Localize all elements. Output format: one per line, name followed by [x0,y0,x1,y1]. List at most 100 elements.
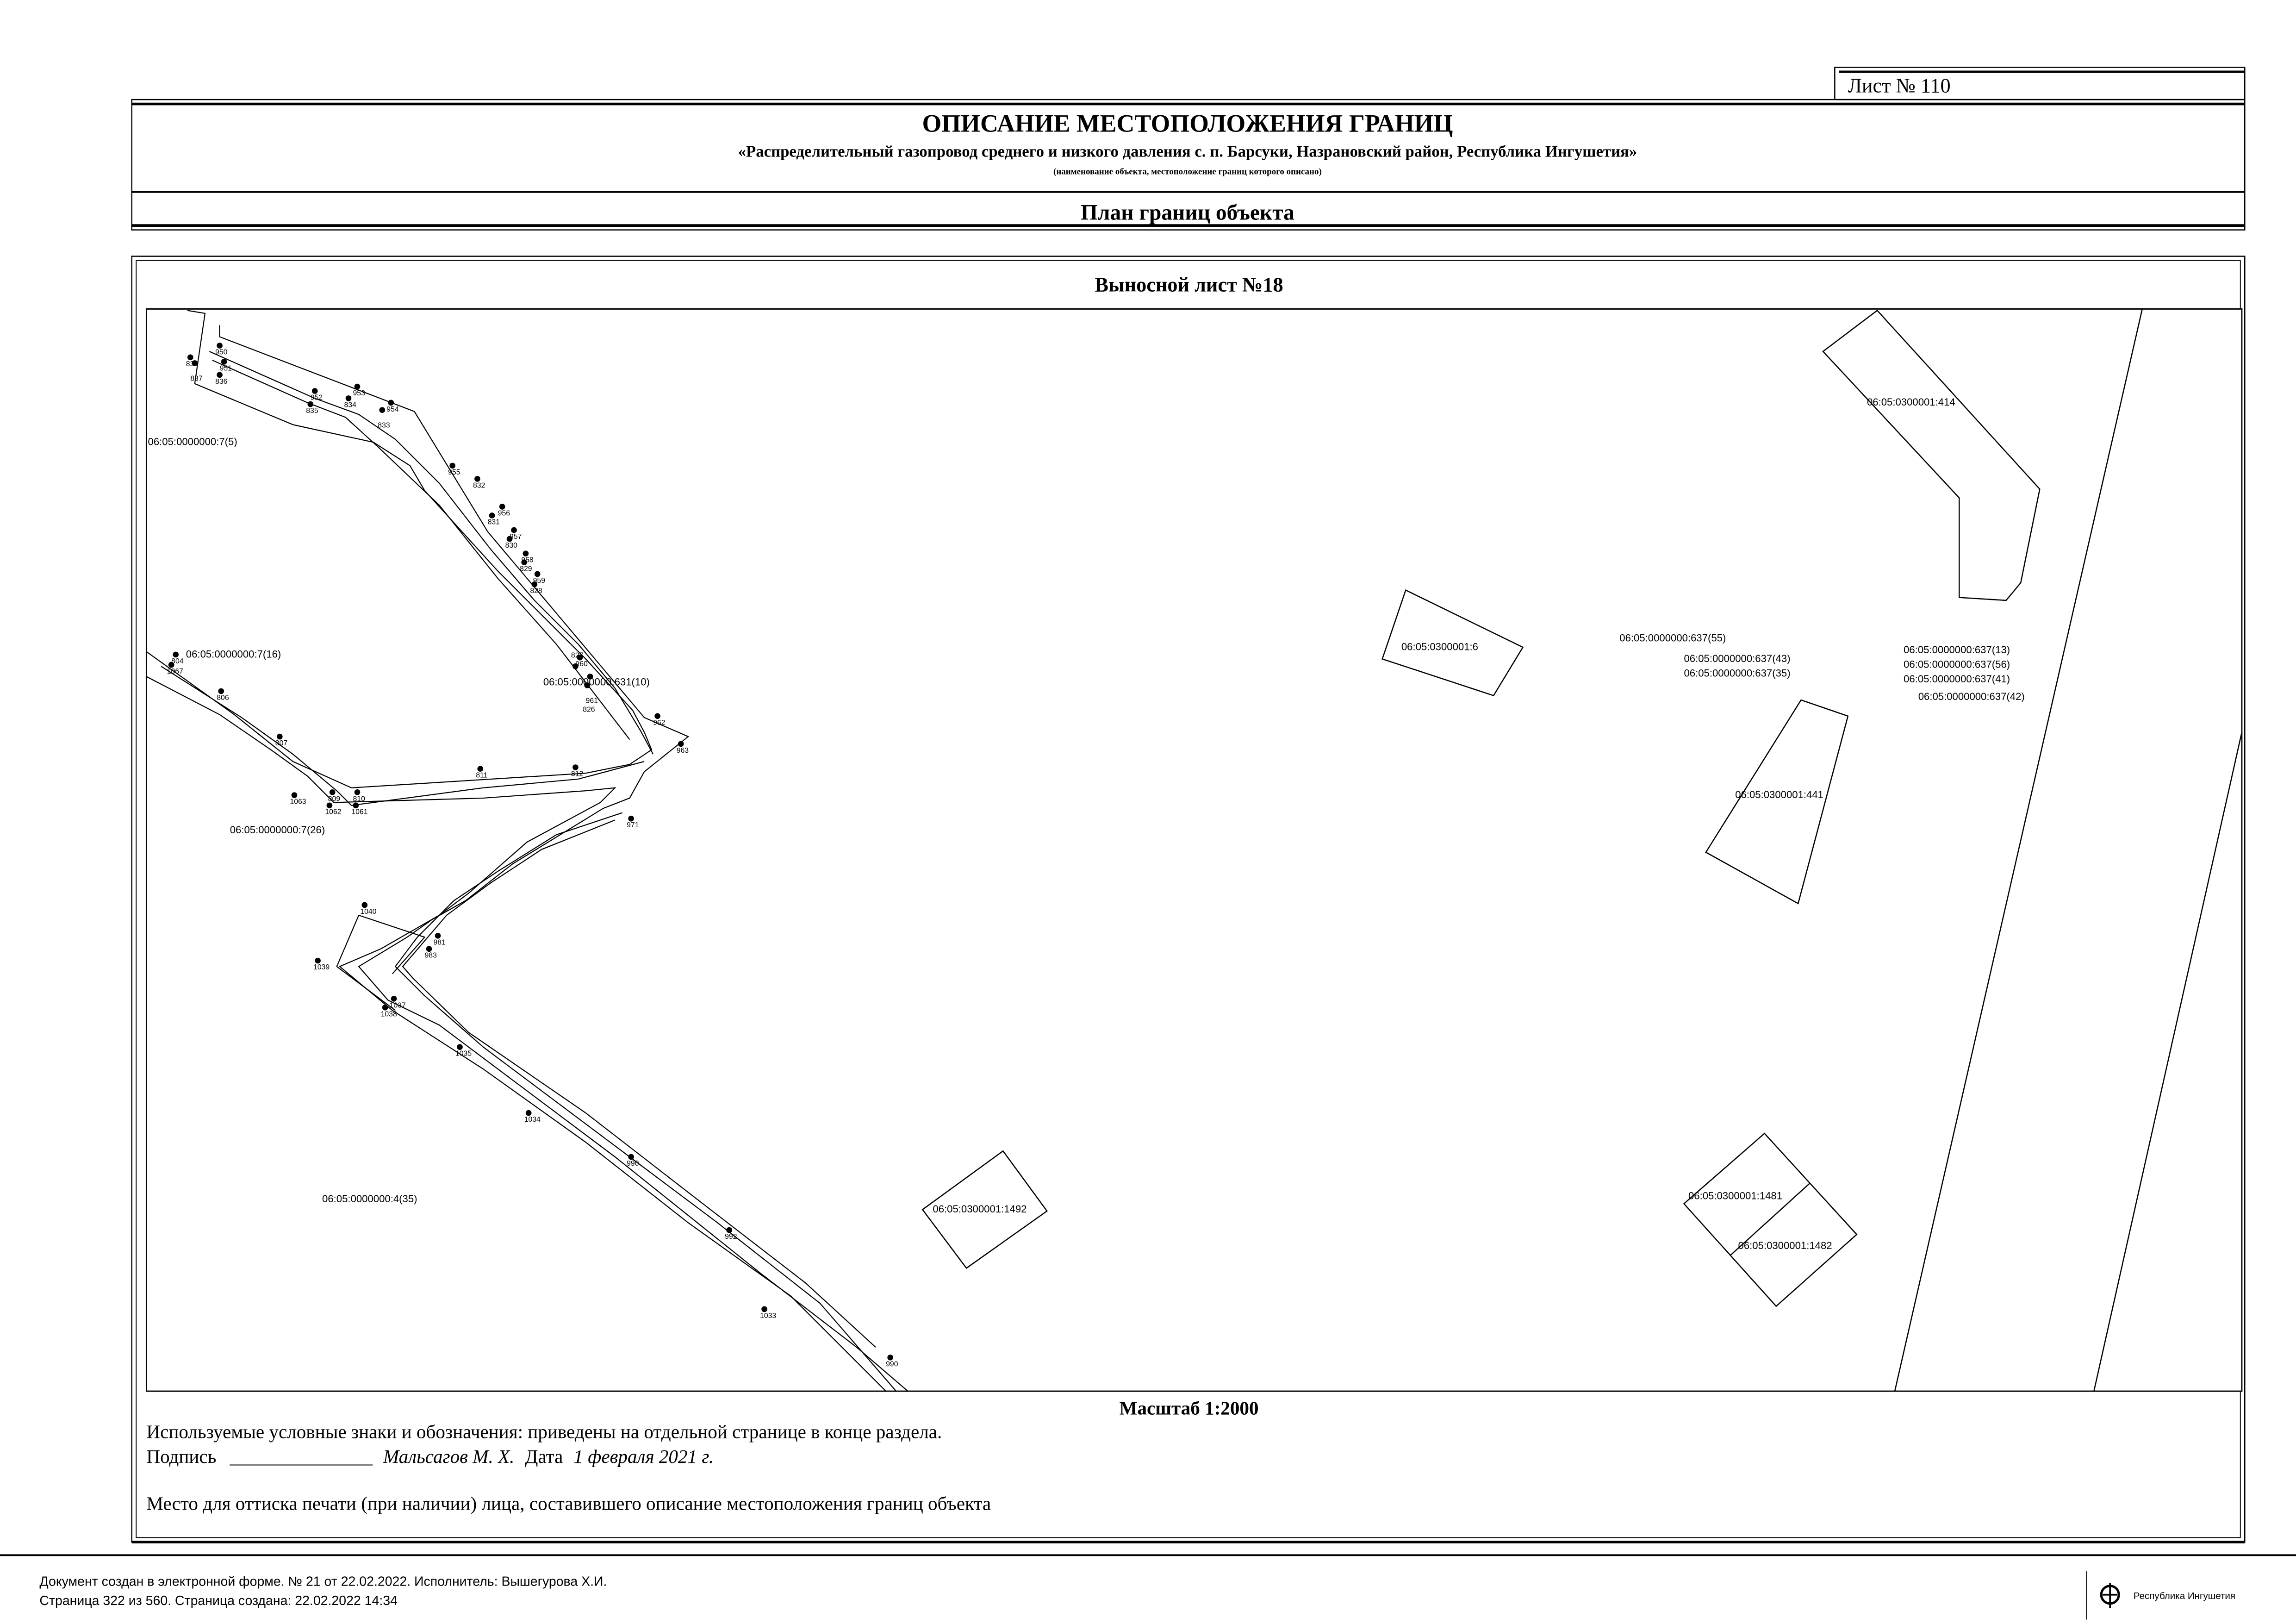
parcel-1481-1482 [1683,1132,1858,1307]
boundary-points [168,343,893,1361]
parcel-label: 06:05:0300001:441 [1735,789,1823,800]
parcel-6 [1381,589,1524,697]
point-number-label: 830 [505,542,518,550]
boundary-point-marker [426,946,432,952]
header-box: ОПИСАНИЕ МЕСТОПОЛОЖЕНИЯ ГРАНИЦ «Распреде… [131,99,2246,231]
boundary-point-marker [477,766,484,772]
boundary-point-marker [587,674,593,680]
boundary-point-marker [168,662,174,668]
parcel-label: 06:05:0000000:631(10) [543,676,650,687]
boundary-point-marker [217,343,223,349]
boundary-point-marker [379,407,386,413]
point-number-label: 959 [533,577,546,585]
signature-line[interactable]: _______________ [230,1446,373,1467]
parcel-label: 06:05:0000000:637(56) [1904,658,2010,670]
boundary-point-marker [345,395,352,401]
boundary-point-marker [628,1154,634,1160]
boundary-point-marker [572,764,579,770]
boundary-point-marker [449,462,455,469]
parcel-label: 06:05:0000000:637(43) [1684,653,1790,664]
boundary-point-marker [523,550,529,557]
point-number-label: 836 [215,378,228,386]
parcel-label: 06:05:0000000:7(5) [148,436,237,448]
point-number-label: 806 [217,694,229,702]
republic-emblem-icon [2100,1583,2120,1608]
point-number-label: 951 [220,364,232,372]
point-number-label: 812 [571,770,583,778]
point-number-label: 1035 [455,1050,472,1058]
point-number-label: 1062 [325,808,341,816]
boundary-point-marker [511,527,517,533]
point-number-label: 1038 [381,1010,397,1018]
parcel-label: 06:05:0000000:637(41) [1904,673,2010,685]
point-number-label: 957 [510,533,522,541]
boundary-point-marker [173,651,179,658]
boundary-point-marker [192,360,198,366]
boundary-point-marker [221,358,227,365]
boundary-point-marker [726,1227,732,1233]
point-number-label: 954 [386,406,399,413]
point-number-label: 981 [434,938,446,946]
point-number-label: 960 [575,660,588,668]
parcel-divider [1730,1182,1811,1255]
point-number-label: 804 [171,657,184,665]
point-number-label: 831 [488,518,500,526]
section-title: План границ объекта [1081,200,1294,225]
footer-logo-text: Республика Ингушетия [2134,1591,2235,1601]
sheet-number-box: Лист № 110 [1834,67,2246,100]
point-number-label: 956 [498,509,510,517]
parcel-label: 06:05:0000000:7(26) [230,824,325,836]
parcel-label: 06:05:0300001:6 [1401,641,1478,652]
point-number-label: 1039 [313,963,330,971]
boundary-point-marker [326,802,333,809]
point-number-label: 833 [378,422,390,430]
parcel-label: 06:05:0300001:1481 [1688,1190,1782,1202]
point-number-label: 952 [311,394,323,402]
scale-label: Масштаб 1:2000 [1120,1398,1259,1419]
parcel-label: 06:05:0000000:7(16) [186,648,281,660]
boundary-point-marker [499,504,505,510]
boundary-point-marker [311,388,318,394]
parcel-label: 06:05:0000000:637(13) [1904,644,2010,656]
map-border [145,308,2243,1392]
point-number-label: 828 [530,587,542,595]
point-number-label: 963 [677,747,689,755]
point-number-label: 832 [473,481,485,489]
point-number-label: 835 [306,407,318,415]
point-number-label: 827 [571,651,583,659]
point-number-label: 971 [627,821,639,829]
parcel-label: 06:05:0000000:637(42) [1918,691,2025,702]
boundary-point-marker [577,654,583,661]
parcel-1492 [921,1150,1048,1269]
point-number-label: 958 [521,556,534,564]
boundary-point-marker [382,1004,388,1011]
boundary-point-marker [584,682,591,688]
boundary-point-marker [761,1306,767,1312]
road-edge-line [1894,309,2143,1392]
boundary-map[interactable]: 8388379509518369528359538349548339558329… [146,309,2242,1392]
point-number-label: 826 [583,706,595,713]
signature-label: Подпись [146,1446,216,1467]
point-number-label: 1067 [167,668,183,675]
point-number-label: 962 [653,719,665,727]
boundary-point-marker [315,957,321,964]
boundary-point-marker [388,400,394,406]
signer-name: Мальсагов М. Х. [383,1446,515,1467]
parcel-label: 06:05:0000000:4(35) [322,1193,417,1205]
boundary-point-marker [391,995,397,1002]
point-number-label: 810 [353,795,366,803]
road-edge-line [2093,732,2242,1392]
point-number-label: 1033 [760,1312,776,1320]
date-label: Дата [525,1446,563,1467]
boundary-point-marker [534,571,541,577]
object-name: «Распределительный газопровод среднего и… [738,142,1637,160]
date-value: 1 февраля 2021 г. [573,1446,714,1467]
boundary-point-marker [361,902,368,908]
parcel-labels: 06:05:0000000:7(5) 06:05:0000000:7(16) 06:… [148,396,2025,1251]
parcel-label: 06:05:0000000:637(55) [1619,632,1726,643]
stamp-note: Место для оттиска печати (при наличии) л… [146,1493,991,1514]
point-number-label: 990 [627,1160,639,1168]
boundary-point-marker [887,1354,893,1361]
point-number-label: 961 [586,697,598,705]
boundary-point-marker [474,476,480,482]
